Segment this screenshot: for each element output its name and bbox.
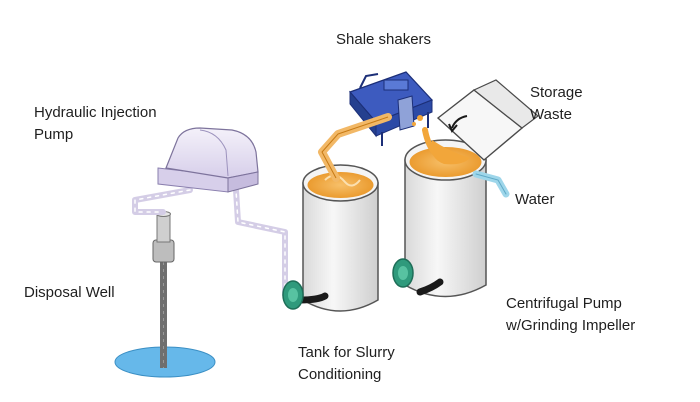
- pipe-tank-to-pump: [233, 187, 288, 298]
- storage-waste-bin: [431, 79, 539, 165]
- centrifugal-tank: [392, 139, 487, 298]
- label-storage-line2: Waste: [530, 106, 572, 123]
- injection-pipes: [132, 187, 288, 298]
- shale-shaker: [348, 71, 434, 146]
- label-water: Water: [515, 191, 555, 208]
- label-disposal-well: Disposal Well: [24, 284, 115, 301]
- label-hydraulic-pump-line1: Hydraulic Injection: [34, 104, 157, 121]
- label-centrifugal-line2: w/Grinding Impeller: [506, 317, 636, 334]
- pump-housing: [165, 127, 259, 179]
- tank-right-body: [404, 159, 487, 298]
- well-casing: [160, 262, 167, 368]
- label-centrifugal-line1: Centrifugal Pump: [506, 295, 622, 312]
- label-shale-shakers: Shale shakers: [336, 31, 432, 48]
- label-storage-line1: Storage: [530, 84, 583, 101]
- label-hydraulic-pump-line2: Pump: [34, 126, 74, 143]
- tank-left-body: [302, 182, 379, 312]
- slurry-conditioning-tank: [282, 164, 379, 312]
- disposal-well: [114, 211, 216, 378]
- label-tank-line1: Tank for Slurry: [298, 344, 395, 361]
- tank-left-slurry: [307, 172, 374, 198]
- wellhead: [152, 239, 175, 263]
- label-tank-line2: Conditioning: [298, 366, 382, 383]
- pipe-pump-to-well: [132, 187, 193, 215]
- hydraulic-injection-pump: [157, 127, 259, 193]
